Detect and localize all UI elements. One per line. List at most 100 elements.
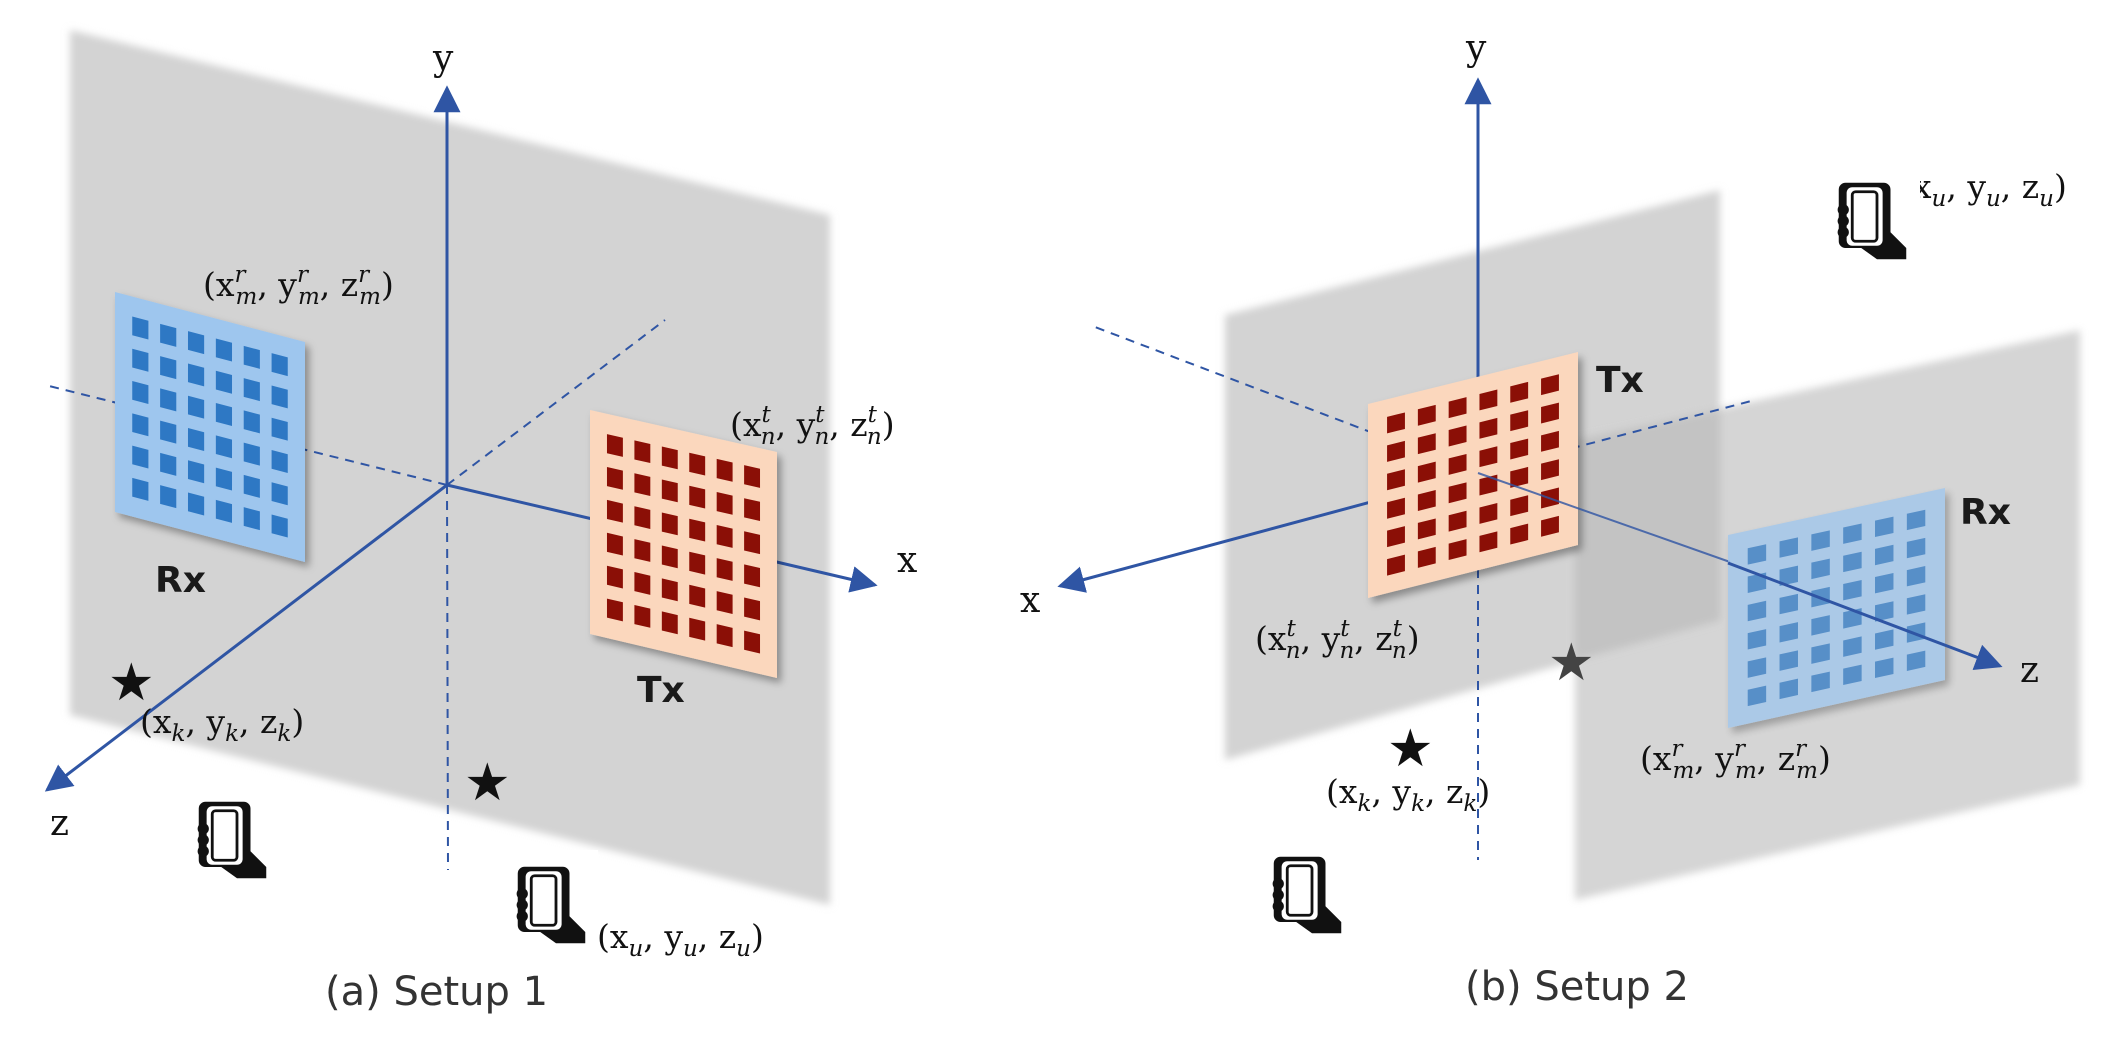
tx-antenna-element [689, 518, 706, 542]
tx-antenna-element [1387, 469, 1405, 491]
rx-antenna-element [215, 338, 233, 362]
rx-antenna-element [187, 331, 205, 355]
rx-antenna-element [215, 467, 233, 491]
tx-antenna-element [689, 584, 706, 608]
tx-antenna-element [1387, 440, 1405, 462]
rx-antenna-element [1779, 650, 1798, 671]
rx-antenna-element [1811, 530, 1830, 551]
rx-antenna-element [271, 482, 288, 506]
tx-antenna-element [744, 531, 761, 555]
rx-antenna-element [1747, 657, 1767, 678]
rx-antenna-element [243, 442, 260, 466]
tx-antenna-element [1417, 433, 1436, 455]
x-axis-label: x [1020, 580, 1040, 621]
z-axis [1727, 561, 2003, 671]
rx-antenna-element [215, 370, 233, 394]
tx-antenna-element [744, 498, 761, 522]
rx-antenna-element [215, 403, 233, 427]
rx-antenna-element [132, 381, 149, 405]
rx-antenna-element [1747, 629, 1767, 650]
tx-antenna-element [1387, 412, 1405, 434]
tx-antenna-element [661, 578, 678, 602]
tx-antenna-element [634, 506, 651, 529]
dashed-axis-extension [446, 484, 449, 871]
z-axis [44, 483, 448, 792]
tx-label: Tx [1596, 360, 1644, 401]
wall-plane [70, 30, 830, 905]
tx-antenna-element [1417, 490, 1436, 511]
target-coordinate: (xk, yk, zk) [1326, 772, 1490, 817]
tx-antenna-element [744, 630, 761, 654]
tx-antenna-element [1541, 515, 1559, 537]
rx-antenna-element [271, 385, 288, 409]
tx-antenna-element [634, 572, 651, 595]
tx-antenna-element [1510, 523, 1529, 545]
tx-antenna-element [744, 597, 761, 621]
rx-antenna-element [1875, 573, 1894, 594]
rx-antenna-element [1747, 572, 1767, 593]
rx-antenna-element [1906, 566, 1926, 587]
rx-antenna-element [1747, 544, 1767, 565]
rx-antenna-element [1747, 685, 1767, 707]
tx-antenna-element [1510, 466, 1529, 488]
rx-antenna-element [132, 348, 149, 372]
star-icon: ★ [464, 753, 511, 813]
tx-antenna-element [716, 591, 733, 614]
z-axis-label: z [2020, 650, 2039, 691]
tx-antenna-element [606, 565, 623, 589]
rx-antenna-element [160, 323, 177, 347]
tx-antenna-element [1479, 531, 1498, 553]
rx-antenna-element [1875, 544, 1894, 566]
tx-antenna-element [1541, 374, 1559, 396]
tx-antenna-element [744, 465, 761, 488]
user-coordinate: (xu, yu, zu) [1900, 167, 2067, 212]
rx-antenna-element [1843, 664, 1862, 686]
rx-antenna-element [1843, 523, 1862, 544]
tx-antenna-element [1417, 461, 1436, 483]
rx-antenna-element [1906, 537, 1926, 559]
rx-label: Rx [155, 560, 206, 601]
tx-antenna-element [744, 564, 761, 588]
tx-antenna-element [716, 558, 733, 581]
rx-antenna-element [243, 410, 260, 434]
rx-antenna-element [187, 427, 205, 451]
tx-antenna-element [634, 539, 651, 562]
star-icon: ★ [1548, 633, 1595, 693]
rx-antenna-element [1875, 657, 1894, 679]
rx-antenna-element [1779, 565, 1798, 587]
tx-antenna-element [1510, 495, 1529, 517]
tx-antenna-element [1479, 474, 1498, 496]
tx-antenna-element [716, 491, 733, 515]
y-axis-label: y [1465, 28, 1487, 69]
star-icon: ★ [108, 653, 155, 713]
tx-antenna-element [1417, 404, 1436, 426]
tx-antenna-element [1417, 518, 1436, 540]
tx-antenna-element [1448, 453, 1467, 475]
tx-antenna-element [1448, 425, 1467, 447]
panel-caption: (a) Setup 1 [325, 969, 548, 1015]
rx-antenna-element [132, 316, 149, 340]
rx-antenna-element [187, 395, 205, 419]
tx-antenna-element [1479, 446, 1498, 468]
rx-antenna-element [271, 353, 288, 377]
rx-antenna-element [215, 435, 233, 459]
tx-antenna-element [1387, 554, 1405, 576]
rx-antenna-element [1811, 671, 1830, 693]
tx-antenna-element [661, 545, 678, 569]
tx-antenna-element [661, 512, 678, 536]
rx-antenna-element [215, 499, 233, 523]
tx-antenna-element [606, 499, 623, 523]
rx-antenna-element [1779, 622, 1798, 643]
rx-antenna-element [187, 363, 205, 387]
tx-antenna-element [1387, 526, 1405, 548]
rx-array [115, 292, 305, 562]
rx-antenna-element [1779, 593, 1798, 615]
tx-antenna-element [689, 485, 706, 509]
tx-antenna-element [634, 473, 651, 497]
tx-antenna-element [1417, 546, 1436, 568]
tx-antenna-element [1510, 410, 1529, 432]
rx-antenna-element [1843, 636, 1862, 657]
z-axis-label: z [50, 803, 69, 844]
rx-antenna-element [1843, 551, 1862, 573]
